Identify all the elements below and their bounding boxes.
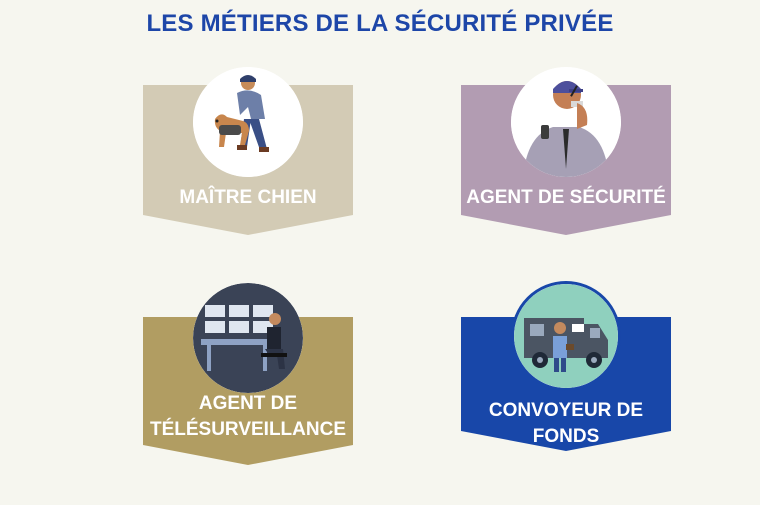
card-label-line-1: AGENT DE <box>198 393 298 414</box>
security-agent-icon <box>511 67 621 177</box>
video-surveillance-icon <box>193 283 303 393</box>
card-label: AGENT DE SÉCURITÉ <box>466 187 666 208</box>
card-label-line-1: CONVOYEUR DE <box>488 400 644 421</box>
dog-handler-icon <box>193 67 303 177</box>
armored-van-icon <box>511 281 621 391</box>
card-label: MAÎTRE CHIEN <box>179 187 317 208</box>
card-label-line-2: FONDS <box>532 426 600 447</box>
card-label-line-2: TÉLÉSURVEILLANCE <box>149 419 346 440</box>
page-title: LES MÉTIERS DE LA SÉCURITÉ PRIVÉE <box>146 10 614 37</box>
